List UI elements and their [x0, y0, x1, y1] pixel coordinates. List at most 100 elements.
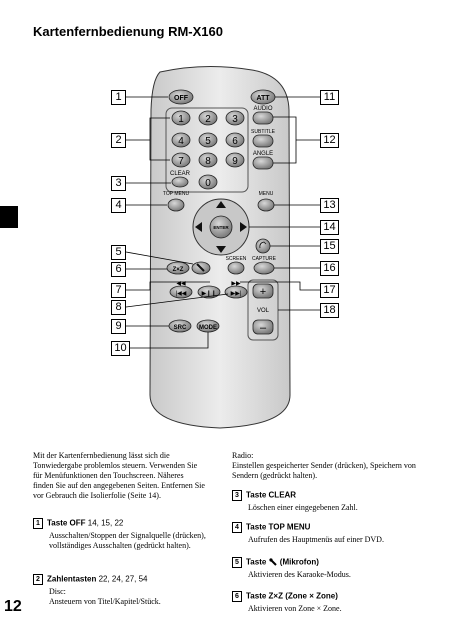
- volume-down-button: [252, 319, 274, 335]
- off-button: [168, 89, 194, 105]
- off-label: OFF: [174, 95, 189, 102]
- remote-illustration: OFF ATT 1 2 3 4 5 6 7 8 9 0 CLEAR AUDIO …: [125, 65, 320, 429]
- number-button-8: [198, 152, 218, 168]
- number-button-3: [225, 110, 245, 126]
- callout-1: 1: [111, 90, 126, 105]
- number-3-label: 3: [232, 114, 238, 125]
- audio-label: AUDIO: [253, 106, 272, 112]
- item-3: 3 Taste CLEAR Löschen einer eingegebenen …: [232, 490, 422, 513]
- angle-label: ANGLE: [253, 151, 273, 157]
- dpad-left-arrow-icon: [195, 222, 202, 232]
- rewind-symbol-icon: ◀◀: [176, 281, 186, 287]
- volume-label: VOL: [257, 308, 270, 314]
- callout-5: 5: [111, 245, 126, 260]
- callout-7: 7: [111, 283, 126, 298]
- clear-label: CLEAR: [170, 171, 191, 177]
- callout-10: 10: [111, 341, 130, 356]
- callout-4: 4: [111, 198, 126, 213]
- angle-button: [252, 156, 274, 170]
- subtitle-button: [252, 134, 274, 148]
- callout-9: 9: [111, 319, 126, 334]
- item-4-description: Aufrufen des Hauptmenüs auf einer DVD.: [248, 535, 384, 544]
- number-button-2: [198, 110, 218, 126]
- item-3-label: Taste CLEAR: [246, 490, 297, 500]
- top-menu-label: TOP MENU: [163, 191, 190, 197]
- callout-15: 15: [320, 239, 339, 254]
- rotate-button: [255, 238, 271, 254]
- item-3-heading: 3 Taste CLEAR: [232, 490, 422, 501]
- screen-label: SCREEN: [226, 256, 247, 262]
- menu-button: [257, 198, 275, 212]
- next-icon: ▶▶|: [231, 291, 242, 297]
- callout-17: 17: [320, 283, 339, 298]
- item-3-description: Löschen einer eingegebenen Zahl.: [248, 503, 358, 512]
- callout-2: 2: [111, 133, 126, 148]
- item-2-label: Zahlentasten: [47, 574, 97, 584]
- dpad-up-arrow-icon: [216, 201, 226, 208]
- capture-button: [253, 261, 275, 275]
- number-button-0: [198, 174, 218, 190]
- item-2-line2: Ansteuern von Titel/Kapitel/Stück.: [49, 597, 161, 606]
- number-7-label: 7: [178, 156, 184, 167]
- number-0-label: 0: [205, 178, 211, 189]
- number-button-7: [171, 152, 191, 168]
- callout-13: 13: [320, 198, 339, 213]
- number-9-label: 9: [232, 156, 238, 167]
- capture-label: CAPTURE: [252, 256, 277, 262]
- number-button-6: [225, 132, 245, 148]
- src-label: SRC: [174, 325, 187, 331]
- number-5-label: 5: [205, 136, 211, 147]
- forward-symbol-icon: ▶▶: [231, 281, 241, 287]
- volume-plus-label: +: [260, 286, 266, 298]
- callout-18: 18: [320, 303, 339, 318]
- item-2-pages: 22, 24, 27, 54: [98, 574, 148, 584]
- play-pause-button: [197, 285, 221, 299]
- radio-label: Radio:: [232, 451, 254, 460]
- number-button-1: [171, 110, 191, 126]
- item-1-label: Taste OFF: [47, 518, 86, 528]
- callout-12: 12: [320, 133, 339, 148]
- callout-11: 11: [320, 90, 339, 105]
- att-label: ATT: [256, 95, 270, 102]
- previous-button: [169, 285, 193, 299]
- dpad-down-arrow-icon: [216, 246, 226, 253]
- dpad-right-arrow-icon: [240, 222, 247, 232]
- item-3-number: 3: [232, 490, 242, 501]
- number-8-label: 8: [205, 156, 211, 167]
- subtitle-label: SUBTITLE: [251, 129, 276, 135]
- volume-up-button: [252, 283, 274, 299]
- item-6-number: 6: [232, 591, 242, 602]
- intro-paragraph: Mit der Kartenfernbedienung lässt sich d…: [33, 451, 205, 500]
- next-button: [224, 285, 248, 299]
- number-button-9: [225, 152, 245, 168]
- number-2-label: 2: [205, 114, 211, 125]
- number-pad: 1 2 3 4 5 6 7 8 9 0: [171, 110, 245, 190]
- zxz-button: [166, 261, 190, 275]
- number-6-label: 6: [232, 136, 238, 147]
- callout-6: 6: [111, 262, 126, 277]
- item-1-description: Ausschalten/Stoppen der Signalquelle (dr…: [49, 531, 206, 550]
- mode-label: MODE: [199, 325, 217, 331]
- microphone-icon: [268, 558, 277, 566]
- number-button-4: [171, 132, 191, 148]
- microphone-icon: [196, 263, 205, 272]
- screen-button: [227, 261, 245, 275]
- play-pause-icon: ▶❙❙: [202, 290, 217, 297]
- item-2-line1: Disc:: [49, 587, 66, 596]
- item-6-label: Taste Z×Z (Zone × Zone): [246, 591, 338, 601]
- page-title: Kartenfernbedienung RM-X160: [33, 24, 223, 39]
- item-6-heading: 6 Taste Z×Z (Zone × Zone): [232, 591, 422, 602]
- callout-14: 14: [320, 220, 339, 235]
- page-number: 12: [4, 598, 22, 615]
- previous-icon: |◀◀: [176, 291, 187, 297]
- rotate-icon: [259, 241, 267, 249]
- top-menu-button: [167, 198, 185, 212]
